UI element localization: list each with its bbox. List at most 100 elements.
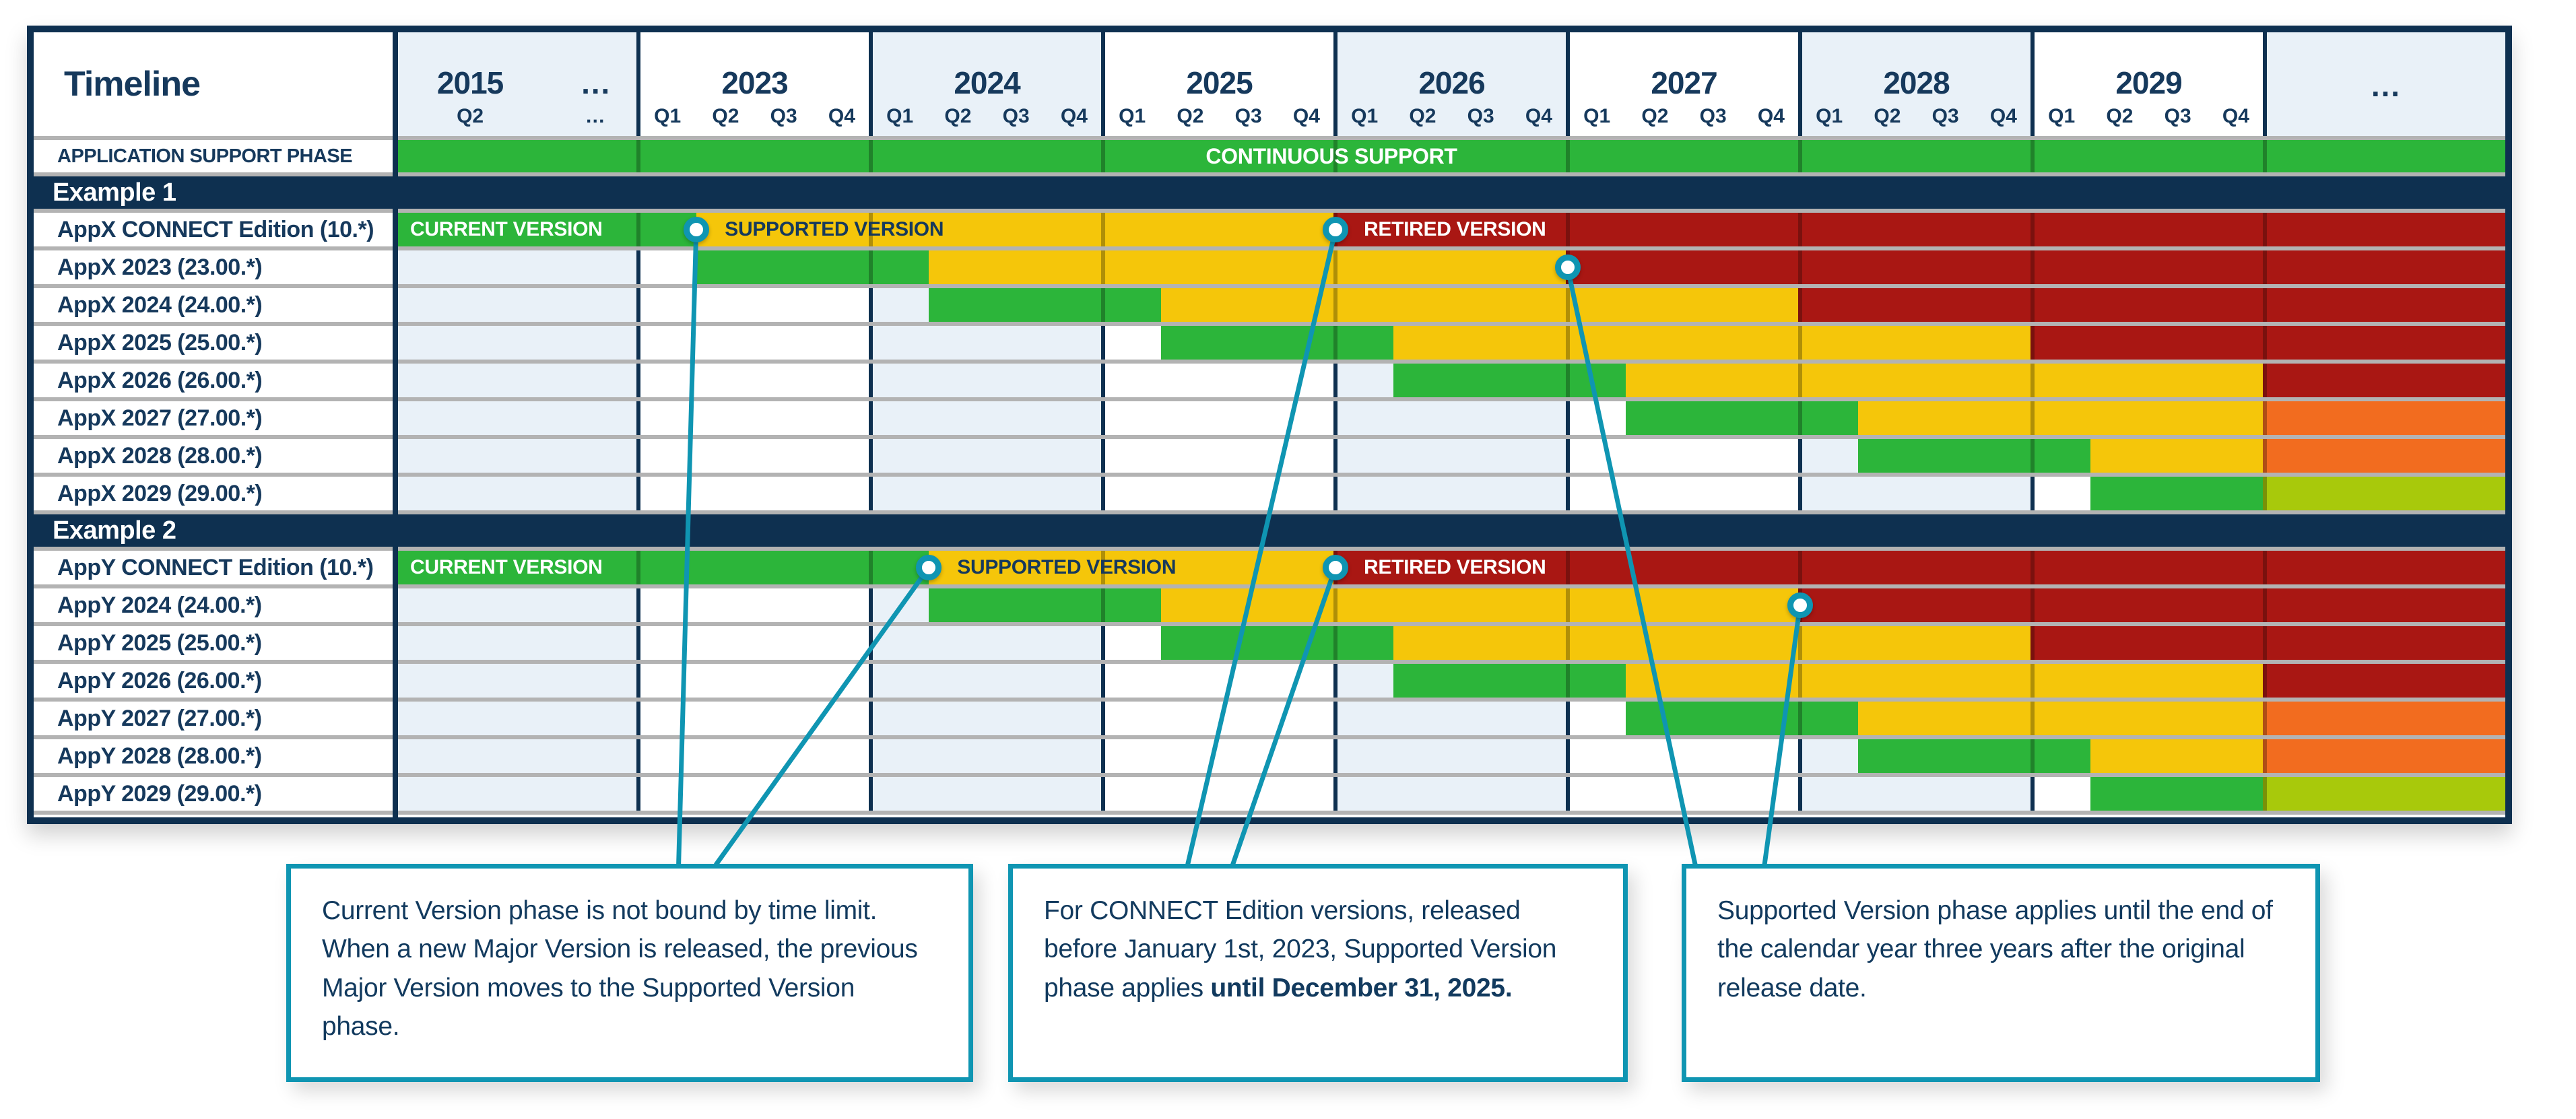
version-transition-marker xyxy=(1323,555,1348,580)
year-divider xyxy=(636,664,640,698)
year-column-2024 xyxy=(871,32,1103,136)
year-divider xyxy=(2263,551,2267,584)
table-row: AppX 2023 (23.00.*) xyxy=(34,250,2505,284)
application-support-phase-row: APPLICATION SUPPORT PHASE CONTINUOUS SUPP… xyxy=(34,140,2505,172)
section-band-example-1: Example 1 xyxy=(34,176,2505,209)
year-divider xyxy=(1101,664,1105,698)
phase-segment-supported xyxy=(929,551,1335,584)
phase-segment-supported_retired xyxy=(2265,739,2505,773)
phase-segment-current xyxy=(929,588,1162,622)
row-cell xyxy=(871,364,1103,397)
year-divider xyxy=(2263,288,2267,322)
row-cell xyxy=(1103,401,1335,435)
year-divider xyxy=(1566,477,1570,510)
version-transition-marker xyxy=(1323,217,1348,242)
year-divider xyxy=(1566,213,1570,246)
row-separator xyxy=(34,209,2505,213)
row-cell xyxy=(1800,477,2033,510)
row-label: AppY 2025 (25.00.*) xyxy=(57,630,262,656)
phase-segment-retired xyxy=(2033,626,2505,660)
quarter-label: Q4 xyxy=(2222,105,2249,127)
year-divider xyxy=(636,739,640,773)
year-column-2023 xyxy=(638,32,871,136)
phase-segment-retired xyxy=(2265,664,2505,698)
quarter-label: Q1 xyxy=(1816,105,1843,127)
row-cell xyxy=(398,250,638,284)
phase-segment-supported xyxy=(2090,739,2265,773)
phase-segment-current xyxy=(1161,326,1394,360)
phase-segment-supported xyxy=(929,250,1568,284)
row-cell xyxy=(638,364,871,397)
year-divider xyxy=(1101,401,1105,435)
version-transition-marker xyxy=(1787,592,1813,618)
year-column-2029 xyxy=(2033,32,2265,136)
application-support-phase-label: APPLICATION SUPPORT PHASE xyxy=(57,145,353,167)
row-separator xyxy=(34,773,2505,777)
phase-segment-current xyxy=(1858,739,2091,773)
row-cell xyxy=(1335,439,1568,473)
row-label: AppY 2024 (24.00.*) xyxy=(57,592,262,618)
year-divider xyxy=(2030,250,2035,284)
table-row: AppY 2024 (24.00.*) xyxy=(34,588,2505,622)
phase-segment-supported xyxy=(1393,326,2033,360)
row-cell xyxy=(398,777,638,811)
year-divider xyxy=(2263,439,2267,473)
row-cell xyxy=(1335,401,1568,435)
year-divider xyxy=(2030,551,2035,584)
row-cell xyxy=(398,702,638,735)
table-row: AppY 2025 (25.00.*) xyxy=(34,626,2505,660)
row-label: AppX CONNECT Edition (10.*) xyxy=(57,216,374,242)
phase-segment-current xyxy=(398,213,697,246)
year-column-2025 xyxy=(1103,32,1335,136)
year-divider xyxy=(869,364,873,397)
continuous-support-label: CONTINUOUS SUPPORT xyxy=(1206,143,1457,168)
year-divider xyxy=(2263,401,2267,435)
year-divider xyxy=(1798,626,1802,660)
phase-segment-current xyxy=(1393,664,1626,698)
year-column-ellipsis xyxy=(2265,32,2505,136)
phase-segment-label: RETIRED VERSION xyxy=(1364,218,1546,240)
row-cell xyxy=(1568,739,1800,773)
year-label: 2027 xyxy=(1651,65,1717,100)
phase-segment-supported_retired xyxy=(2265,401,2505,435)
quarter-label: Q2 xyxy=(1409,105,1436,127)
table-row: AppX 2027 (27.00.*) xyxy=(34,401,2505,435)
phase-segment-current xyxy=(1858,439,2091,473)
year-divider xyxy=(1798,439,1802,473)
year-divider xyxy=(1101,777,1105,811)
year-divider xyxy=(869,288,873,322)
year-divider xyxy=(636,401,640,435)
continuous-support-bar xyxy=(398,140,2505,172)
year-divider xyxy=(2030,664,2035,698)
quarter-label: Q2 xyxy=(944,105,972,127)
year-divider xyxy=(1333,702,1337,735)
year-divider xyxy=(1798,140,1802,172)
year-divider xyxy=(869,551,873,584)
row-label: AppX 2027 (27.00.*) xyxy=(57,405,263,431)
phase-segment-supported_retired xyxy=(2265,439,2505,473)
row-separator xyxy=(34,172,2505,176)
phase-segment-current xyxy=(1626,401,1859,435)
year-divider xyxy=(2030,477,2035,510)
phase-segment-retired xyxy=(1335,213,2505,246)
table-row: AppX 2029 (29.00.*) xyxy=(34,477,2505,510)
row-cell xyxy=(398,401,638,435)
row-separator xyxy=(34,735,2505,739)
row-separator xyxy=(34,660,2505,664)
row-cell xyxy=(398,288,638,322)
year-divider xyxy=(2263,213,2267,246)
callout-text: Current Version phase is not bound by ti… xyxy=(322,896,918,1041)
year-divider xyxy=(1333,777,1337,811)
row-separator xyxy=(34,811,2505,815)
row-cell xyxy=(638,477,871,510)
row-label: AppX 2029 (29.00.*) xyxy=(57,480,263,506)
year-divider xyxy=(869,664,873,698)
row-separator xyxy=(34,435,2505,439)
quarter-label: Q1 xyxy=(2048,105,2076,127)
row-cell xyxy=(1335,777,1568,811)
callout-box-2: For CONNECT Edition versions, released b… xyxy=(1008,864,1628,1082)
year-divider xyxy=(2263,477,2267,510)
row-separator xyxy=(34,547,2505,551)
row-cell xyxy=(398,664,638,698)
